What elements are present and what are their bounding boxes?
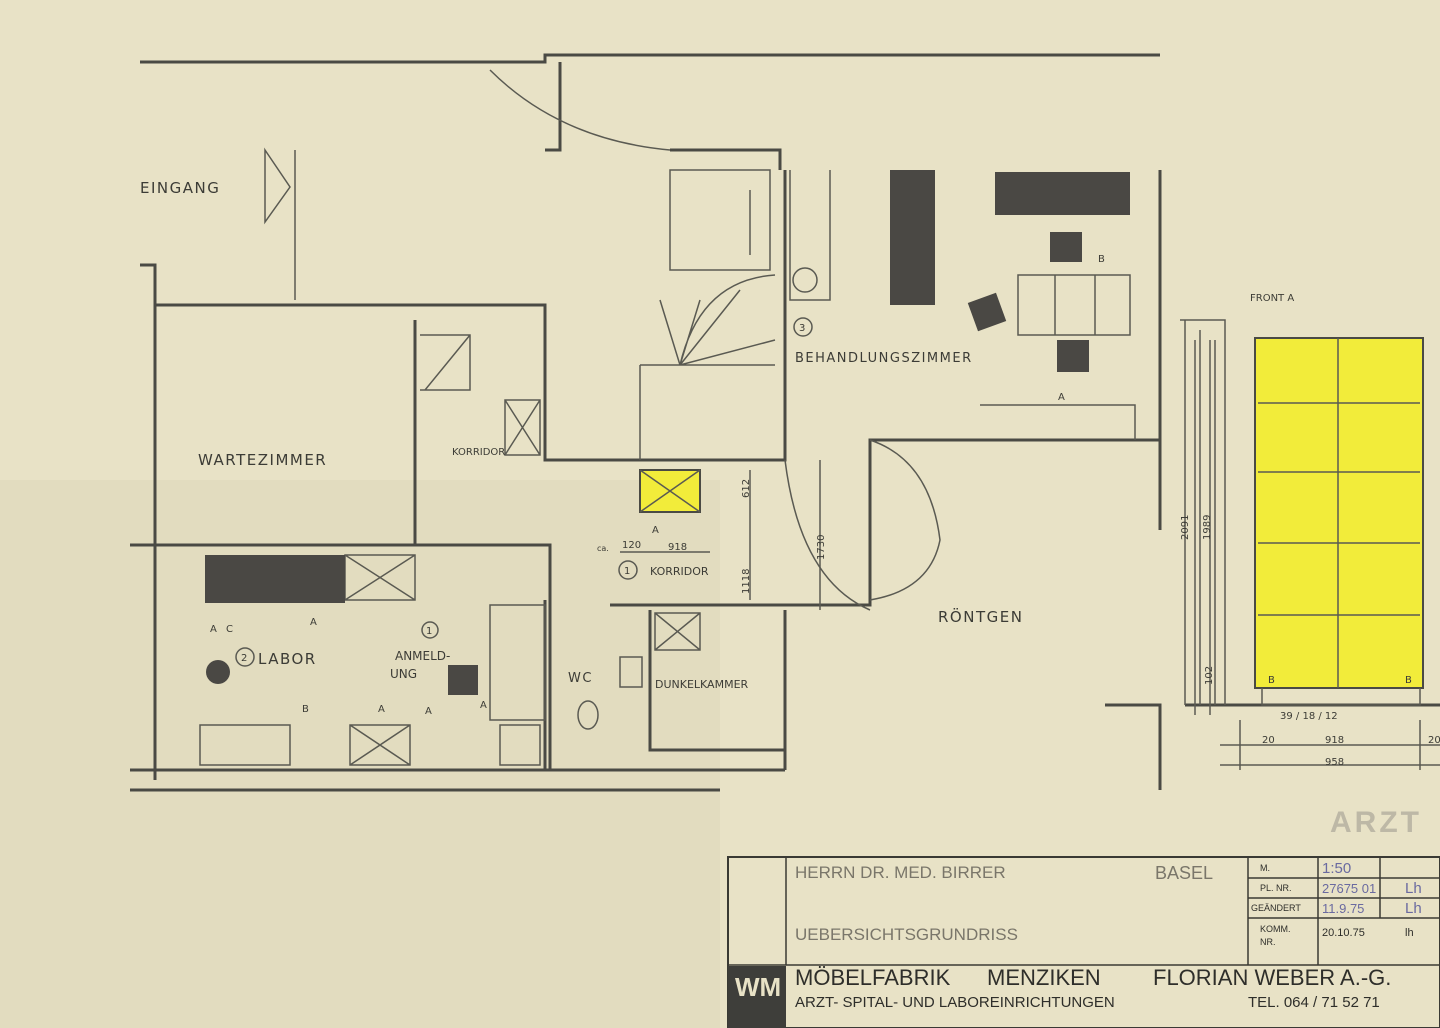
stool-round — [206, 660, 230, 684]
entrance-label: EINGANG — [140, 179, 220, 197]
changed-date: 11.9.75 — [1322, 901, 1364, 916]
marker-a: A — [210, 624, 217, 635]
changed-initials: Lh — [1405, 900, 1422, 917]
room-label-waiting: WARTEZIMMER — [198, 451, 327, 469]
arzt-stamp: ARZT — [1330, 806, 1422, 839]
markers: B A A A C A B A A A — [210, 254, 1105, 717]
dimension-612: 612 — [741, 479, 752, 498]
drawing-initials: lh — [1405, 927, 1414, 939]
dimension-102: 102 — [1204, 666, 1215, 685]
changed-label: GEÄNDERT — [1251, 903, 1301, 913]
dimension-1989: 1989 — [1202, 515, 1213, 540]
cabinet-block — [890, 170, 935, 305]
company-name-2: MENZIKEN — [987, 965, 1101, 990]
room-labels: EINGANG WARTEZIMMER KORRIDOR 3 BEHANDLUN… — [140, 179, 1023, 691]
marker-a: A — [310, 617, 317, 628]
marker-a: A — [1058, 392, 1065, 403]
dimension-20: 20 — [1428, 735, 1440, 746]
logo-letters: WM — [735, 972, 781, 1002]
room-number-reception: 1 — [426, 626, 432, 637]
title-block: WM HERRN DR. MED. BIRRER BASEL UEBERSICH… — [727, 856, 1440, 1028]
room-label-darkroom: DUNKELKAMMER — [655, 678, 749, 691]
entrance-arrow — [264, 147, 296, 300]
dimension-39-18-12: 39 / 18 / 12 — [1280, 711, 1338, 722]
room-number-treatment: 3 — [799, 323, 805, 334]
room-label-lab: LABOR — [258, 650, 317, 668]
highlighted-unit — [639, 469, 701, 513]
marker-b: B — [1098, 254, 1105, 265]
paper-fold-shade — [0, 480, 720, 1028]
dimension-120: 120 — [622, 540, 641, 551]
stool-block — [448, 665, 478, 695]
dimension-2091: 2091 — [1180, 515, 1191, 540]
drawing-date: 20.10.75 — [1322, 927, 1365, 939]
room-label-corridor: KORRIDOR — [650, 565, 709, 578]
room-label-xray: RÖNTGEN — [938, 607, 1023, 626]
marker-a: A — [378, 704, 385, 715]
furniture-blocks — [205, 170, 1130, 695]
client-city: BASEL — [1155, 863, 1213, 883]
dimension-20: 20 — [1262, 735, 1275, 746]
plan-number-label: PL. NR. — [1260, 883, 1292, 893]
stool-block — [1057, 340, 1089, 372]
company-subtitle: ARZT- SPITAL- UND LABOREINRICHTUNGEN — [795, 994, 1115, 1011]
dimension-918: 918 — [668, 542, 687, 553]
company-phone: TEL. 064 / 71 52 71 — [1248, 994, 1380, 1011]
marker-a: A — [425, 706, 432, 717]
room-label-wc: WC — [568, 671, 593, 686]
plan-dimensions: ca. 120 918 612 1118 1730 — [597, 460, 827, 610]
dimension-958: 958 — [1325, 757, 1344, 768]
marker-c: C — [226, 624, 233, 635]
marker-b: B — [302, 704, 309, 715]
room-number-corridor: 1 — [624, 566, 630, 577]
drawing-title: UEBERSICHTSGRUNDRISS — [795, 925, 1018, 944]
company-logo — [728, 966, 786, 1028]
company-name-1: MÖBELFABRIK — [795, 965, 951, 990]
elevation-title: FRONT A — [1250, 293, 1294, 304]
dimension-ca: ca. — [597, 544, 609, 553]
plan-number-initials: Lh — [1405, 880, 1422, 897]
dimension-918: 918 — [1325, 735, 1344, 746]
room-label-reception-1: ANMELD- — [395, 649, 450, 663]
stool-block — [967, 292, 1007, 332]
scale-value: 1:50 — [1322, 860, 1351, 877]
room-label-reception-2: UNG — [390, 667, 417, 681]
company-name-3: FLORIAN WEBER A.-G. — [1153, 965, 1391, 990]
marker-b: B — [1405, 675, 1412, 686]
commission-label-nr: NR. — [1260, 937, 1276, 947]
scale-label: M. — [1260, 863, 1270, 873]
stool-block — [1050, 232, 1082, 262]
dimension-1730: 1730 — [816, 535, 827, 560]
client-name: HERRN DR. MED. BIRRER — [795, 863, 1006, 882]
cabinet-front-highlighted — [1254, 337, 1424, 689]
marker-a: A — [480, 700, 487, 711]
plan-number: 27675 01 — [1322, 881, 1376, 896]
marker-a: A — [652, 525, 659, 536]
room-label-corridor-upper: KORRIDOR — [452, 447, 505, 458]
front-elevation: FRONT A B B 2091 1989 102 39 / 18 / 12 2… — [1180, 293, 1440, 770]
cabinet-block — [995, 172, 1130, 215]
commission-label: KOMM. — [1260, 924, 1291, 934]
room-label-treatment: BEHANDLUNGSZIMMER — [795, 351, 973, 366]
room-number-lab: 2 — [241, 653, 247, 664]
marker-b: B — [1268, 675, 1275, 686]
dimension-1118: 1118 — [741, 569, 752, 594]
lab-counter-block — [205, 555, 345, 603]
